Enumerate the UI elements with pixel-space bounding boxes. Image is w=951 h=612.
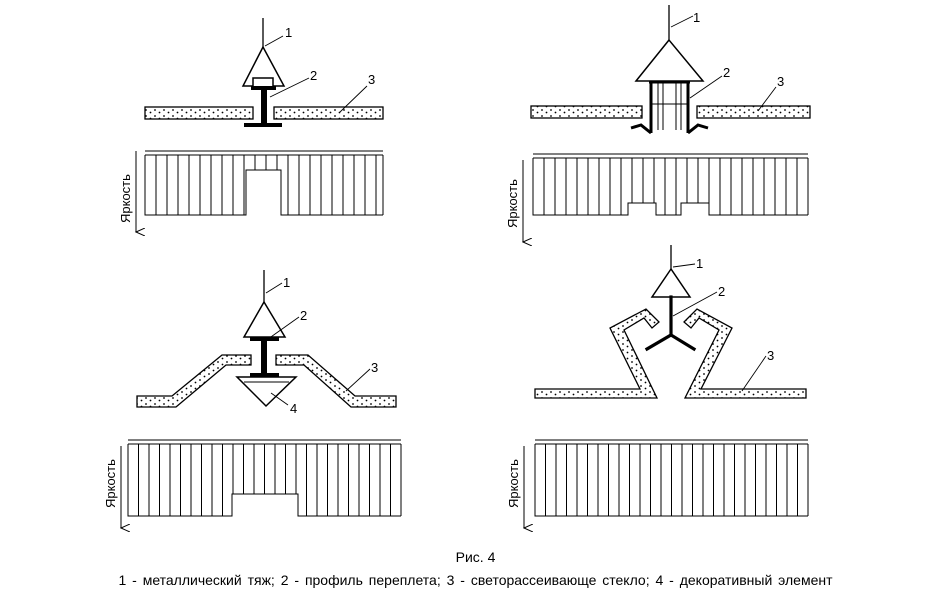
decorative-triangle (235, 376, 298, 408)
brightness-bars-1 (144, 150, 384, 216)
profile-i (250, 337, 279, 377)
brightness-bars-2 (532, 153, 809, 216)
label-3-p4: 3 (767, 348, 774, 363)
leader-3 (757, 86, 777, 112)
glass-left (530, 105, 643, 119)
label-1-p1: 1 (285, 25, 292, 40)
leader-2 (267, 316, 300, 340)
axis-label-1: Яркость (118, 174, 133, 223)
figure-title: Рис. 4 (455, 549, 496, 565)
profile-i (244, 86, 282, 127)
leader-3 (339, 85, 368, 113)
panel-bottom-left (121, 270, 402, 528)
rod-triangle (634, 38, 705, 82)
glass-left (144, 106, 254, 120)
axis-label-2: Яркость (505, 179, 520, 228)
label-3-p3: 3 (371, 360, 378, 375)
leader-2 (689, 75, 723, 99)
label-3-p1: 3 (368, 72, 375, 87)
panel-top-right (523, 5, 811, 242)
leader-2 (269, 77, 310, 98)
label-1-p3: 1 (283, 275, 290, 290)
label-2-p4: 2 (718, 284, 725, 299)
leader-4 (270, 392, 289, 406)
glass-left (534, 308, 660, 399)
rod-triangle (650, 267, 692, 298)
leader-3 (741, 355, 767, 392)
label-2-p1: 2 (310, 68, 317, 83)
figure-legend: 1 - металлический тяж; 2 - профиль переп… (118, 572, 833, 588)
glass-right (696, 105, 811, 119)
profile-box-inner (651, 83, 688, 130)
label-2-p3: 2 (300, 308, 307, 323)
glass-right (275, 354, 397, 408)
glass-right (683, 308, 807, 399)
leader-1 (264, 35, 284, 47)
label-1-p2: 1 (693, 10, 700, 25)
rod-triangle (241, 45, 286, 87)
label-1-p4: 1 (696, 256, 703, 271)
axis-label-4: Яркость (506, 459, 521, 508)
glass-right (273, 106, 384, 120)
brightness-bars-3 (127, 439, 402, 517)
label-4-p3: 4 (290, 401, 297, 416)
label-2-p2: 2 (723, 65, 730, 80)
panel-top-left (136, 18, 384, 232)
profile-box (630, 80, 709, 135)
leader-1 (670, 15, 694, 28)
panel-bottom-right (524, 245, 809, 528)
label-3-p2: 3 (777, 74, 784, 89)
leader-2 (672, 291, 718, 317)
glass-left (136, 354, 252, 408)
leader-3 (345, 368, 371, 392)
axis-label-3: Яркость (103, 459, 118, 508)
leader-1 (265, 282, 283, 294)
leader-1 (672, 263, 696, 268)
profile-y (644, 295, 697, 352)
brightness-bars-4 (534, 439, 809, 517)
